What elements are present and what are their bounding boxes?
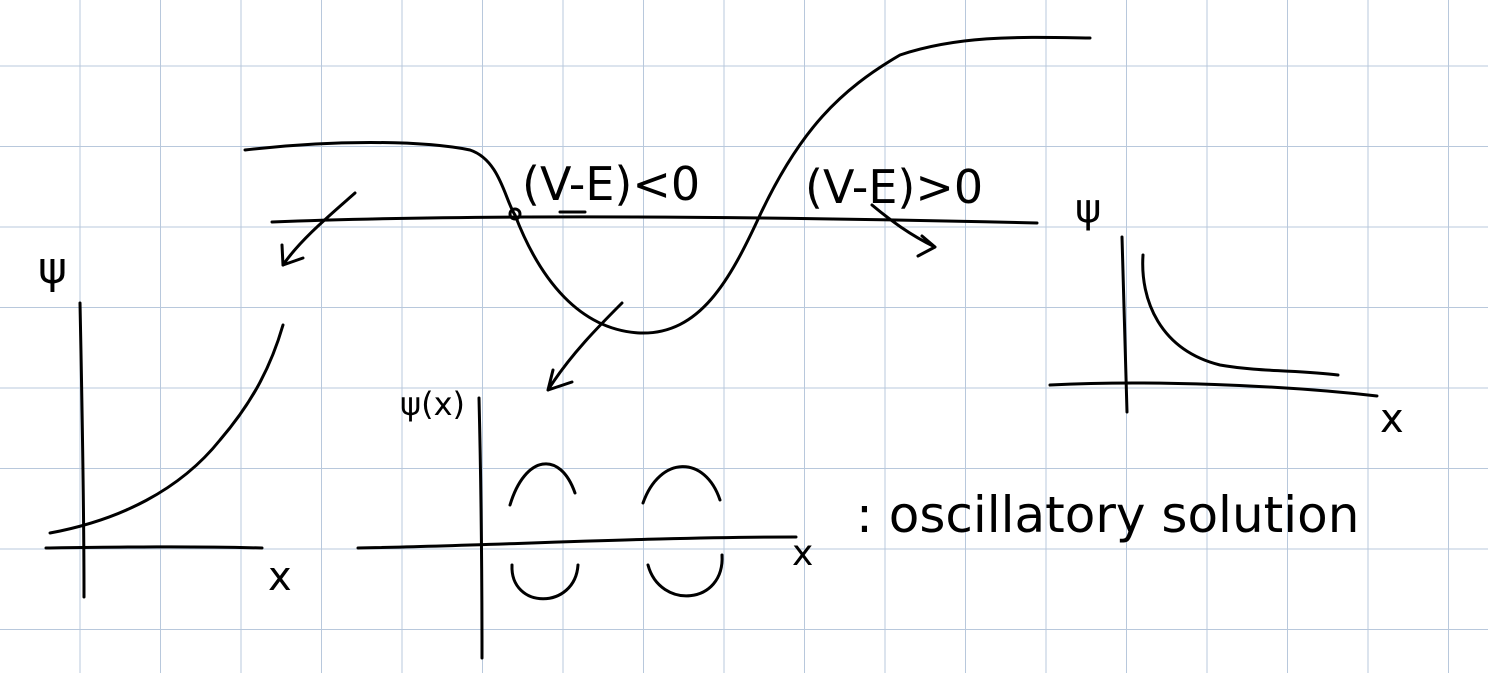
middle-plot-y-label: ψ(x) [400,385,465,423]
arrow-to-right-plot [870,203,937,258]
left-plot-y-axis [78,301,86,599]
arrow-to-middle-plot [546,301,624,392]
middle-plot-y-axis [477,396,484,660]
oscillation-trough-1 [510,563,580,601]
right-plot-y-axis [1120,235,1129,414]
energy-line [270,215,1039,225]
right-plot-decaying-curve [1141,253,1340,377]
region-positive-label: (V-E)>0 [805,160,983,214]
left-plot-growing-curve [48,323,285,535]
oscillatory-annotation: : oscillatory solution [856,486,1359,544]
middle-plot-x-label: x [792,533,813,574]
right-plot-y-label: ψ [1075,186,1101,232]
turning-point-marker [508,207,522,221]
middle-plot-x-axis [356,535,798,550]
right-plot-x-axis [1048,381,1379,398]
region-negative-label: (V-E)<0 [522,157,700,211]
left-plot-y-label: ψ [38,243,67,294]
left-plot-x-label: x [268,554,292,600]
oscillation-trough-2 [646,553,724,598]
right-plot-x-label: x [1380,396,1404,442]
oscillation-hump-2 [641,465,722,505]
arrow-to-left-plot [280,191,357,267]
potential-curve [243,35,1092,335]
oscillation-hump-1 [508,462,577,507]
left-plot-x-axis [44,545,264,550]
